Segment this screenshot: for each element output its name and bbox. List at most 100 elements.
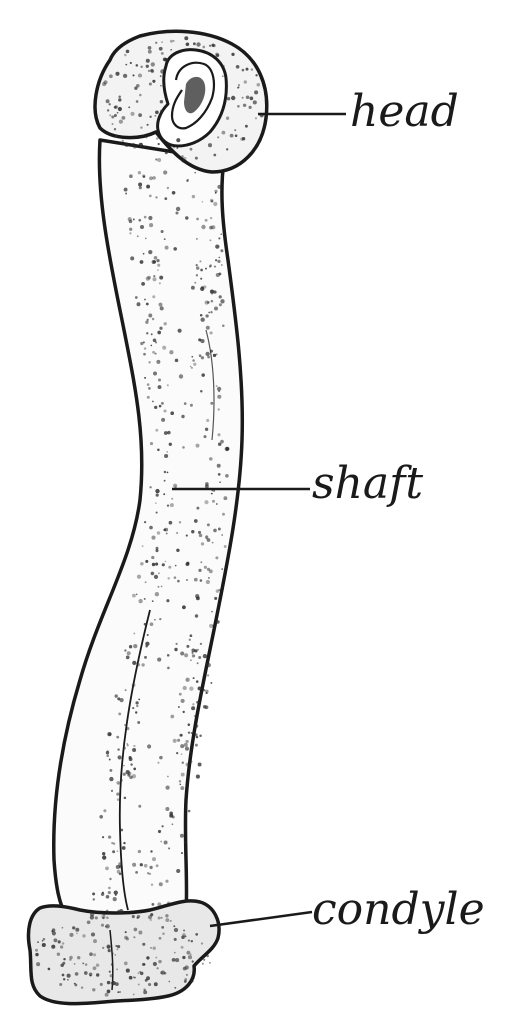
stipple-dot [139, 186, 142, 189]
stipple-dot [92, 988, 95, 991]
stipple-dot [153, 372, 157, 376]
stipple-dot [180, 651, 184, 655]
stipple-dot [202, 963, 204, 965]
stipple-dot [193, 677, 195, 679]
stipple-dot [186, 43, 190, 47]
stipple-dot [186, 951, 190, 955]
stipple-dot [220, 440, 224, 444]
stipple-dot [161, 586, 163, 588]
stipple-dot [171, 498, 173, 500]
stipple-dot [242, 137, 245, 140]
stipple-dot [162, 932, 165, 935]
stipple-dot [109, 878, 111, 880]
stipple-dot [197, 662, 199, 664]
stipple-dot [126, 969, 130, 973]
stipple-dot [191, 530, 194, 533]
stipple-dot [156, 494, 159, 497]
stipple-dot [102, 836, 104, 838]
stipple-dot [198, 656, 201, 659]
stipple-dot [212, 625, 214, 627]
stipple-dot [217, 387, 221, 391]
stipple-dot [190, 148, 193, 151]
stipple-dot [196, 680, 199, 683]
stipple-dot [191, 706, 195, 710]
stipple-dot [135, 711, 137, 713]
stipple-dot [156, 967, 158, 969]
stipple-dot [159, 756, 163, 760]
stipple-dot [222, 75, 224, 77]
stipple-dot [150, 345, 152, 347]
stipple-dot [222, 513, 225, 516]
stipple-dot [155, 353, 157, 355]
stipple-dot [217, 408, 219, 410]
stipple-dot [124, 54, 127, 57]
stipple-dot [102, 852, 105, 855]
stipple-dot [191, 648, 195, 652]
stipple-dot [75, 928, 79, 932]
stipple-dot [172, 816, 175, 819]
stipple-dot [152, 80, 155, 83]
stipple-dot [151, 903, 154, 906]
stipple-dot [184, 36, 188, 40]
stipple-dot [237, 105, 240, 108]
stipple-dot [207, 301, 210, 304]
stipple-dot [211, 611, 213, 613]
stipple-dot [167, 384, 169, 386]
stipple-dot [58, 940, 61, 943]
stipple-dot [176, 147, 178, 149]
shaft-outline [54, 140, 243, 915]
stipple-dot [188, 940, 190, 942]
stipple-dot [160, 100, 163, 103]
stipple-dot [195, 933, 198, 936]
stipple-dot [168, 847, 170, 849]
stipple-dot [132, 707, 134, 709]
stipple-dot [220, 299, 224, 303]
stipple-dot [200, 269, 203, 272]
stipple-dot [143, 341, 145, 343]
stipple-dot [106, 755, 109, 758]
stipple-dot [194, 519, 198, 523]
stipple-dot [81, 986, 83, 988]
stipple-dot [115, 694, 118, 697]
stipple-dot [144, 864, 148, 868]
stipple-dot [167, 431, 170, 434]
stipple-dot [201, 373, 204, 376]
stipple-dot [130, 62, 132, 64]
stipple-dot [213, 529, 217, 533]
stipple-dot [132, 594, 136, 598]
stipple-dot [191, 356, 193, 358]
stipple-dot [178, 329, 182, 333]
stipple-dot [199, 534, 203, 538]
stipple-dot [216, 54, 219, 57]
stipple-dot [191, 940, 193, 942]
stipple-dot [144, 347, 146, 349]
stipple-dot [108, 891, 111, 894]
stipple-dot [147, 124, 149, 126]
stipple-dot [48, 968, 51, 971]
stipple-dot [140, 562, 144, 566]
stipple-dot [216, 620, 220, 624]
stipple-dot [210, 402, 213, 405]
stipple-dot [185, 678, 189, 682]
stipple-dot [142, 963, 145, 966]
stipple-dot [204, 435, 207, 438]
stipple-dot [111, 790, 113, 792]
stipple-dot [179, 374, 183, 378]
stipple-dot [218, 528, 221, 531]
stipple-dot [132, 863, 136, 867]
stipple-dot [105, 867, 109, 871]
stipple-dot [157, 762, 159, 764]
stipple-dot [113, 897, 117, 901]
stipple-dot [221, 534, 223, 536]
stipple-dot [179, 784, 181, 786]
stipple-dot [144, 216, 147, 219]
stipple-dot [163, 529, 166, 532]
stipple-dot [242, 69, 245, 72]
stipple-dot [156, 512, 158, 514]
stipple-dot [181, 699, 185, 703]
stipple-dot [124, 936, 128, 940]
stipple-dot [257, 83, 261, 87]
stipple-dot [132, 74, 134, 76]
stipple-dot [135, 296, 138, 299]
stipple-dot [156, 137, 159, 140]
